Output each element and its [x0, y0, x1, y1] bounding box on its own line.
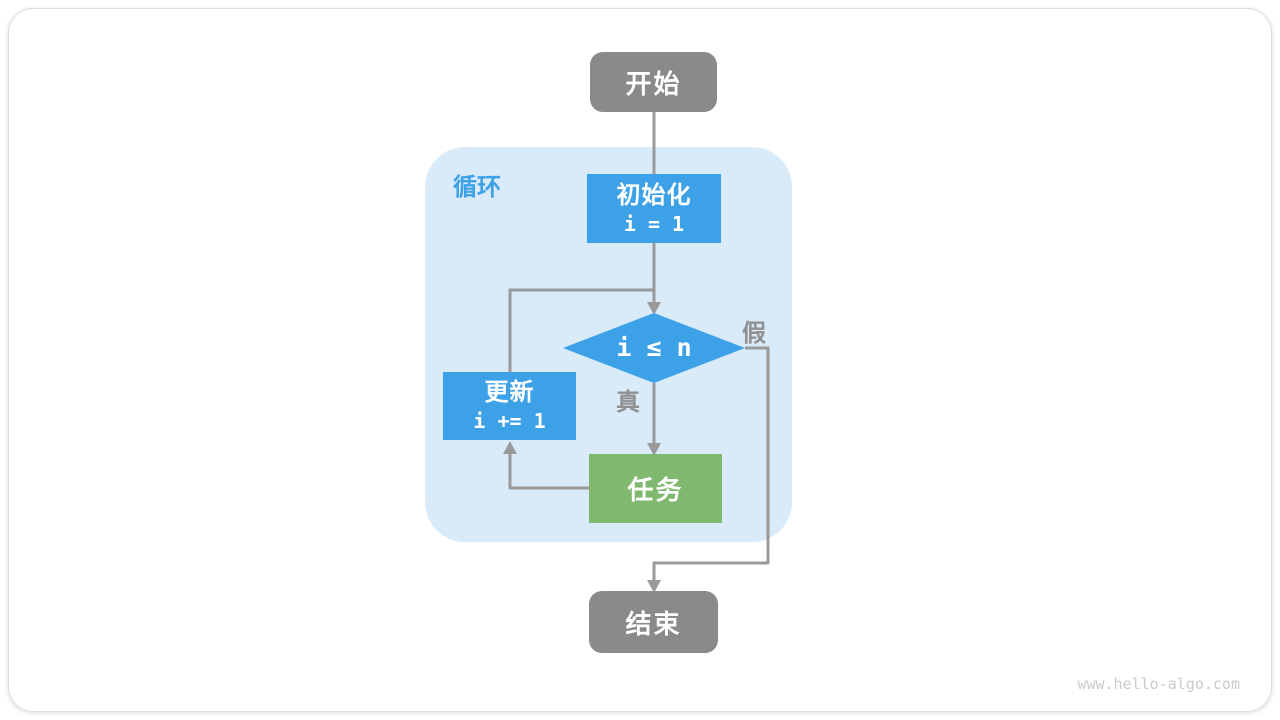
arrowhead-into-end	[647, 580, 661, 593]
branch-true-label: 真	[616, 389, 640, 416]
condition-label: i ≤ n	[616, 333, 692, 362]
loop-label: 循环	[453, 174, 501, 201]
arrowhead-into-condition	[647, 302, 661, 315]
edge-task-to-update	[508, 453, 589, 490]
node-init-code: i = 1	[623, 211, 685, 236]
node-start: 开始	[590, 52, 717, 112]
node-update: 更新 i += 1	[443, 372, 576, 440]
condition-diamond-shape	[563, 313, 745, 383]
node-end: 结束	[589, 591, 718, 653]
edge-update-to-condition	[508, 288, 654, 373]
arrowhead-into-task	[647, 443, 661, 456]
node-init: 初始化 i = 1	[587, 174, 721, 243]
node-end-label: 结束	[625, 608, 682, 639]
branch-false-label: 假	[742, 320, 766, 347]
node-update-label: 更新	[484, 379, 535, 406]
watermark: www.hello-algo.com	[1077, 675, 1240, 693]
node-task-label: 任务	[627, 475, 684, 505]
node-init-label: 初始化	[616, 181, 692, 209]
edge-condition-to-end	[652, 346, 770, 581]
node-update-code: i += 1	[473, 409, 546, 433]
node-start-label: 开始	[625, 68, 682, 99]
node-task: 任务	[589, 454, 722, 523]
arrowhead-into-update	[503, 441, 517, 454]
